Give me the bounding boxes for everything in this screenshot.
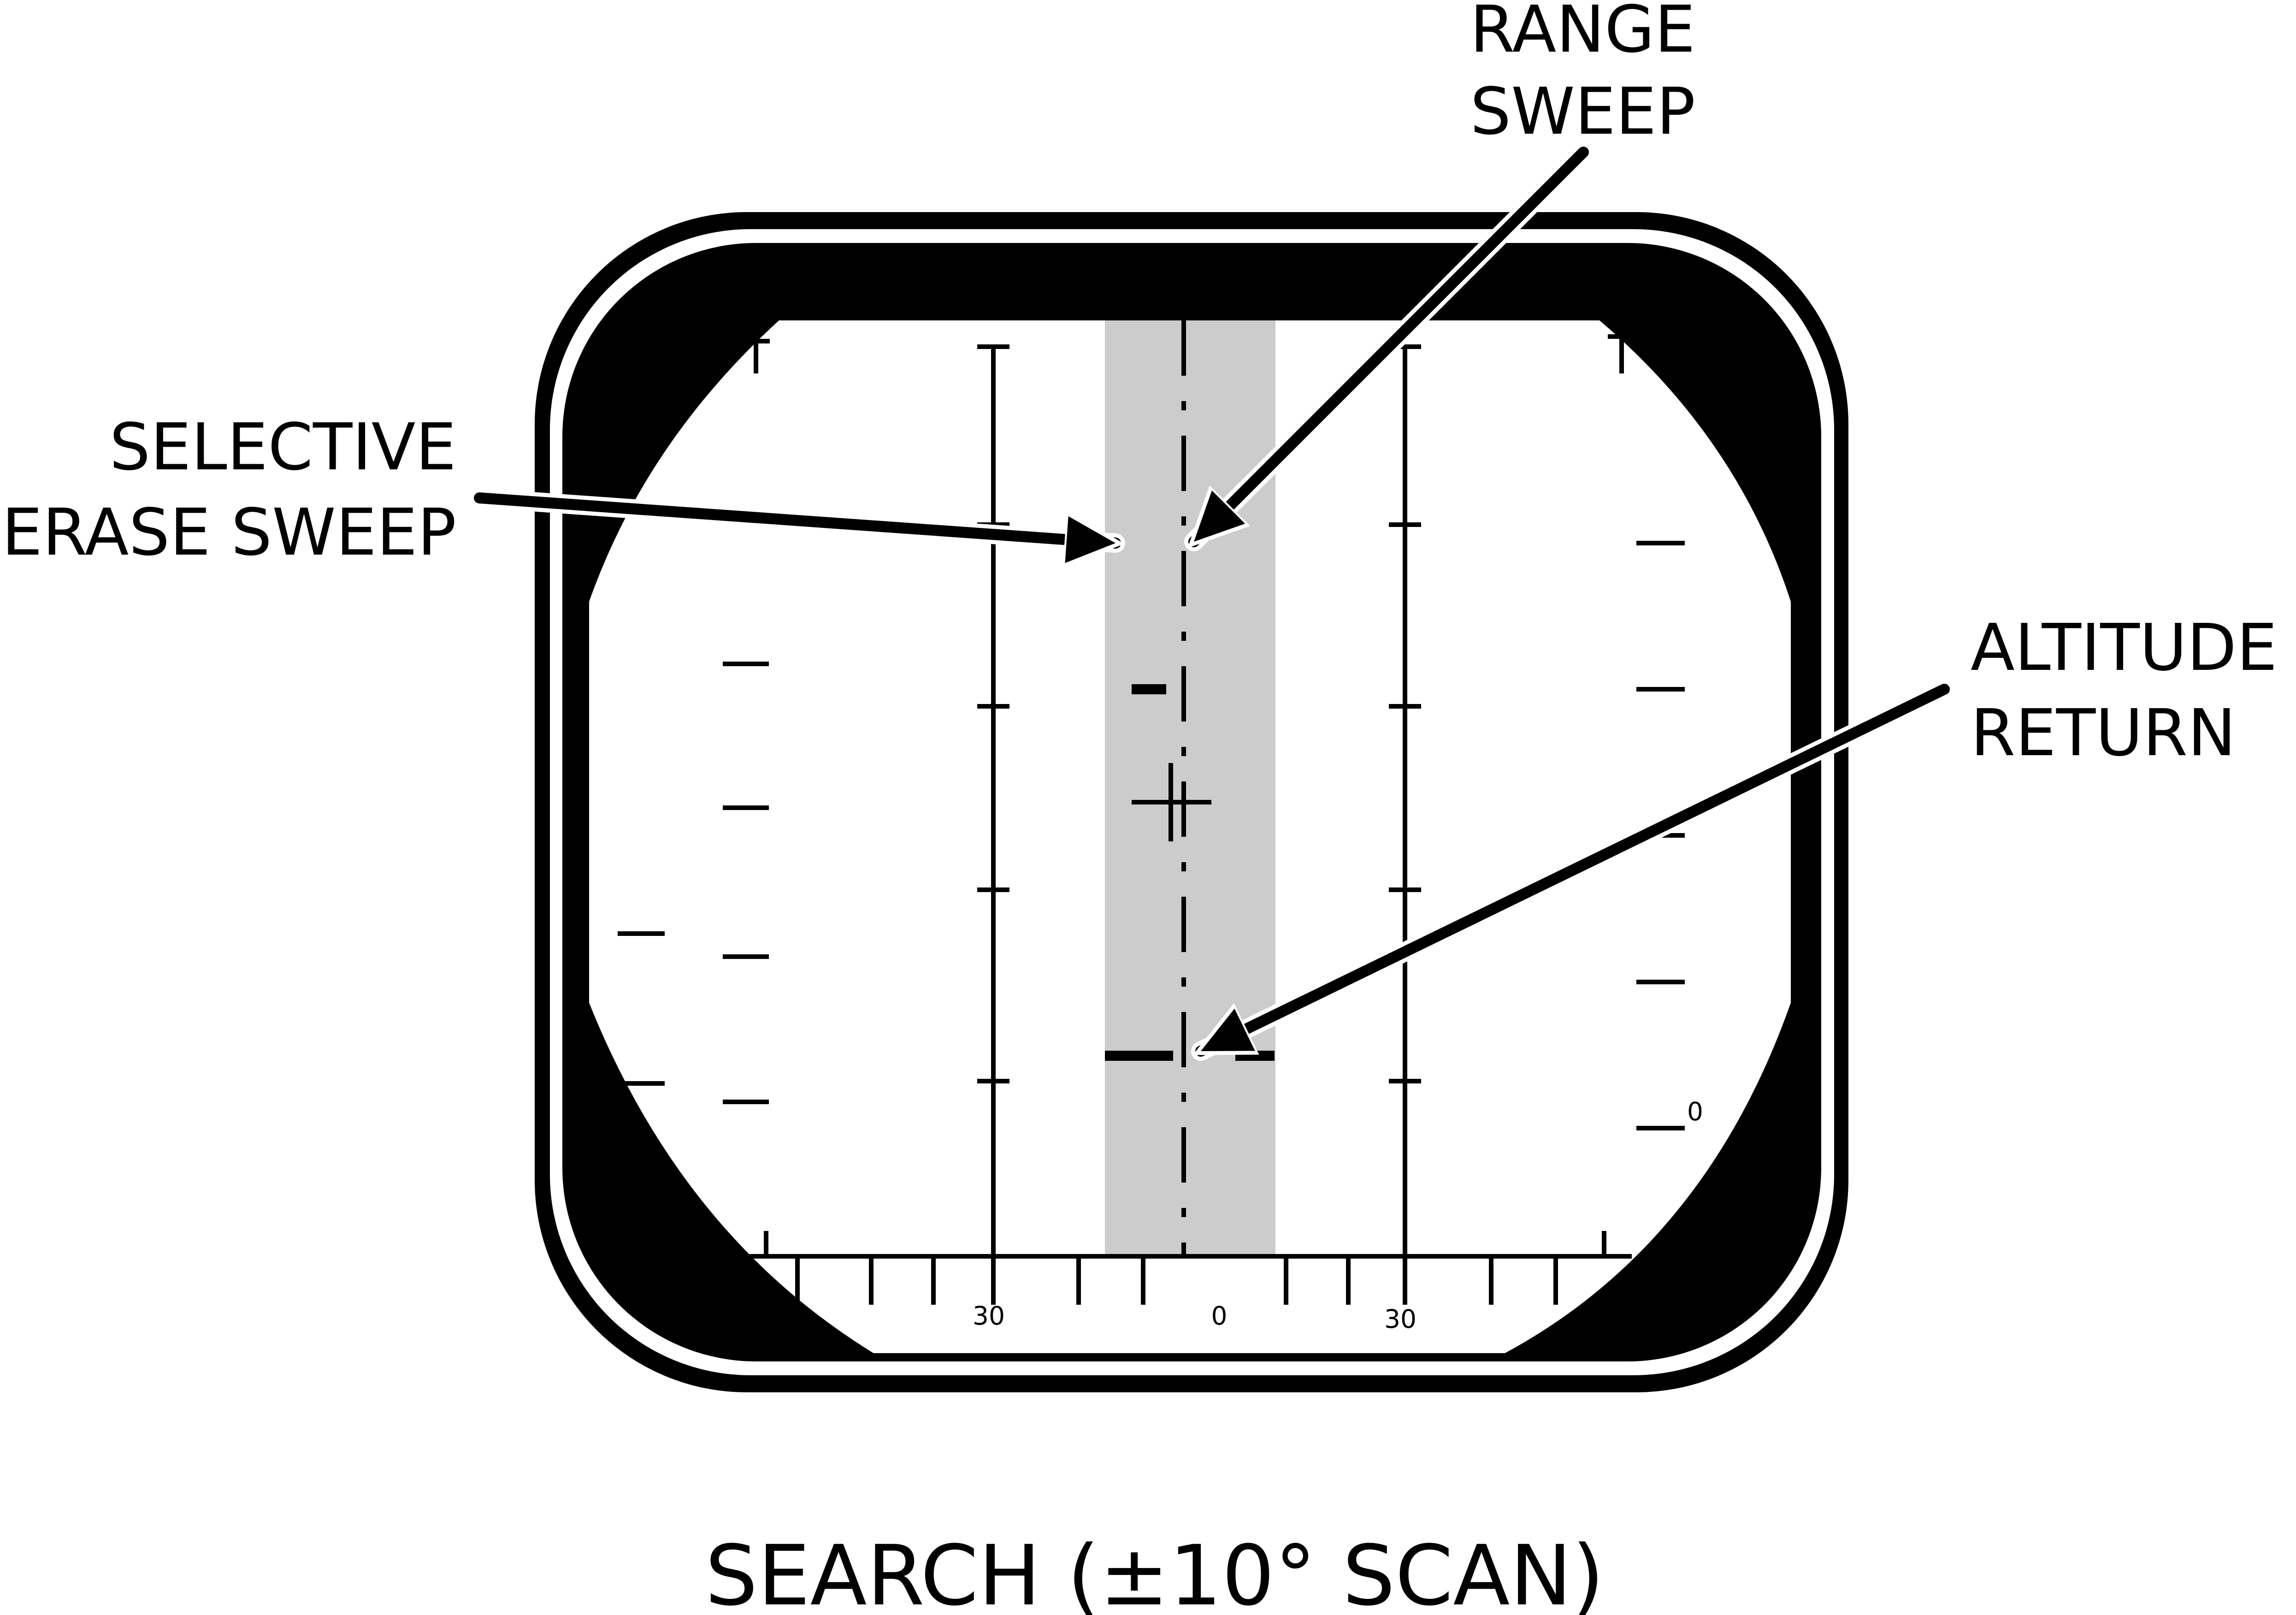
range-sweep-label-line1: RANGE (1470, 0, 1695, 67)
scale-label-left: 30 (973, 1301, 1005, 1331)
range-sweep-arrow (1194, 147, 1589, 542)
selective-erase-arrow (474, 492, 1116, 543)
diagram-caption: SEARCH (±10° SCAN) (705, 1528, 1605, 1615)
selective-erase-label-line1: SELECTIVE (109, 410, 456, 485)
altitude-return-marks (1105, 684, 1275, 1061)
selective-erase-band (1105, 320, 1275, 1256)
leader-arrows (470, 142, 1954, 1061)
range-sweep-label-line2: SWEEP (1470, 74, 1695, 149)
selective-erase-label-line2: ERASE SWEEP (2, 495, 456, 570)
azimuth-scale (749, 1231, 1632, 1305)
altitude-return-arrow (1201, 684, 1950, 1057)
scale-label-center: 0 (1211, 1301, 1228, 1331)
altitude-return-label-line1: ALTITUDE (1971, 610, 2278, 686)
altitude-return-label-line2: RETURN (1971, 696, 2236, 771)
target-returns (618, 541, 1685, 1130)
scale-label-right: 30 (1384, 1304, 1417, 1334)
side-scale-label: 0 (1687, 1097, 1703, 1126)
